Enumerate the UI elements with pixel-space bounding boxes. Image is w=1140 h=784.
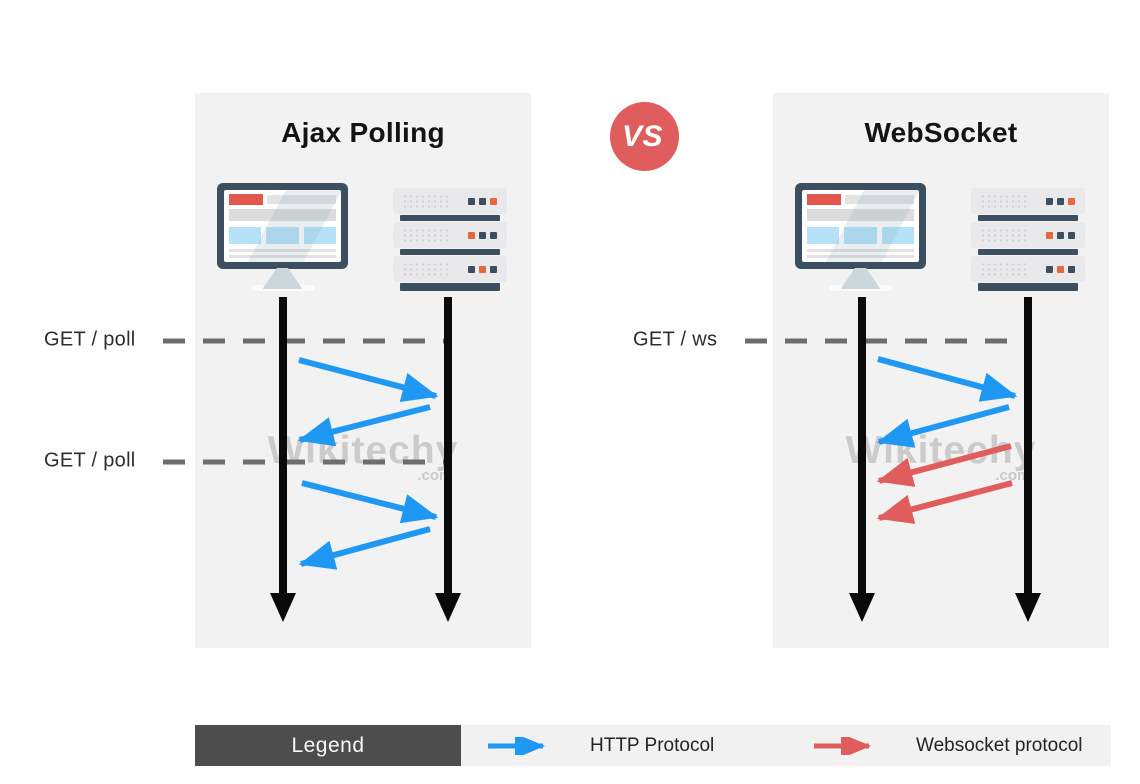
server-unit [971,188,1085,214]
screen-bar [229,209,336,221]
watermark-brand: Wikitechy [845,429,1037,472]
legend-item-http: HTTP Protocol [485,735,714,757]
server-rack-bar [978,249,1078,255]
server-led [490,231,497,239]
screen-bar [807,209,914,221]
server-rack-bar [978,283,1078,291]
server-rack-bar [978,215,1078,221]
server-led [1046,265,1053,273]
watermark-domain: .com [417,467,453,484]
server-led [490,265,497,273]
screen-toolbar [807,194,914,205]
server-led [1068,265,1075,273]
server-unit [393,222,507,248]
server-icon [971,188,1085,292]
server-icon [393,188,507,292]
screen-toolbar [229,194,336,205]
screen-content-tiles [807,227,914,244]
server-vents [402,193,450,209]
server-led [1046,231,1053,239]
request-label: GET / poll [44,449,136,472]
monitor-frame [795,183,926,269]
legend-item-websocket: Websocket protocol [811,735,1083,757]
screen-text-line [807,255,914,258]
screen-text-line [229,249,336,252]
server-unit [971,256,1085,282]
server-leds [1046,197,1075,205]
panel-title: Ajax Polling [281,117,445,148]
websocket-arrow-icon [814,736,872,755]
server-vents [980,261,1028,277]
watermark: Wikitechy .com [268,429,459,484]
screen-gray-block [845,195,914,204]
monitor-stand [840,268,881,289]
screen-red-block [229,194,263,205]
screen-red-block [807,194,841,205]
server-led [468,197,475,205]
browser-icon [217,183,348,293]
server-led [1057,265,1064,273]
panel-title: WebSocket [864,117,1018,148]
monitor-screen [224,190,341,262]
server-leds [468,265,497,273]
server-vents [980,193,1028,209]
server-rack-bar [400,215,500,221]
screen-content-tiles [229,227,336,244]
screen-tile [229,227,262,244]
server-rack-bar [400,283,500,291]
browser-icon [795,183,926,293]
screen-tile [807,227,840,244]
server-leds [1046,265,1075,273]
server-led [479,265,486,273]
http-arrow-icon [488,736,546,755]
screen-tile [303,227,336,244]
server-led [479,231,486,239]
request-label: GET / poll [44,328,136,351]
server-led [468,231,475,239]
legend-label-http: HTTP Protocol [590,734,715,756]
server-led [468,265,475,273]
screen-tile [844,227,877,244]
server-rack-bar [400,249,500,255]
server-vents [402,261,450,277]
monitor-screen [802,190,919,262]
server-leds [468,231,497,239]
server-leds [1046,231,1075,239]
vs-badge: VS [610,102,679,171]
screen-gray-block [267,195,336,204]
server-led [1057,231,1064,239]
monitor-stand [262,268,303,289]
server-led [1057,197,1064,205]
legend-title: Legend [291,733,365,757]
screen-tile [266,227,299,244]
screen-tile [881,227,914,244]
server-led [1068,231,1075,239]
server-vents [402,227,450,243]
server-unit [393,188,507,214]
server-led [1068,197,1075,205]
server-vents [980,227,1028,243]
screen-text-line [807,249,914,252]
panel-ajax-polling: Ajax Polling [195,93,531,648]
legend-title-box: Legend [195,725,461,766]
vs-badge-label: VS [621,119,664,153]
server-leds [468,197,497,205]
monitor-frame [217,183,348,269]
legend-bar: Legend HTTP Protocol Websocket protocol [195,725,1111,766]
request-label: GET / ws [633,328,718,351]
server-led [479,197,486,205]
server-led [1046,197,1053,205]
panel-websocket: WebSocket [773,93,1109,648]
watermark: Wikitechy .com [846,429,1037,484]
server-led [490,197,497,205]
legend-label-websocket: Websocket protocol [916,734,1083,756]
watermark-domain: .com [995,467,1031,484]
watermark-brand: Wikitechy [267,429,459,472]
server-unit [971,222,1085,248]
screen-text-line [229,255,336,258]
server-unit [393,256,507,282]
